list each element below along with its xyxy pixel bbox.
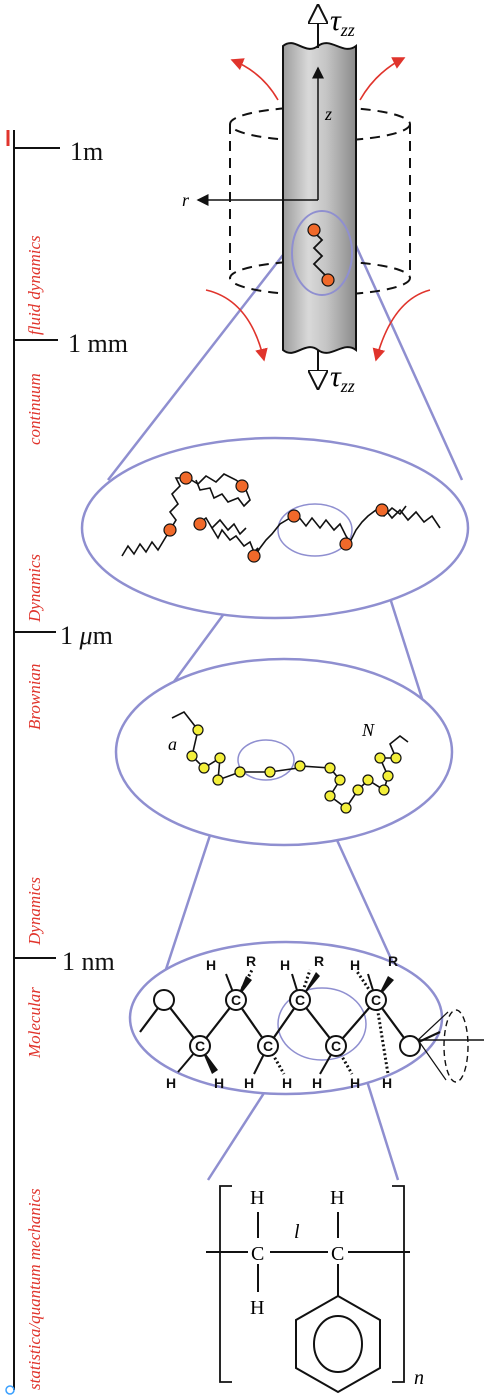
- monomer-atom-C: C: [331, 1243, 344, 1265]
- bond-length-l-label: l: [294, 1221, 300, 1243]
- svg-text:H: H: [350, 1075, 360, 1091]
- tau-zz-top: τzz: [330, 4, 355, 40]
- scale-label-1m: 1m: [70, 137, 103, 166]
- chain-end-bead: [321, 273, 335, 287]
- svg-text:H: H: [244, 1075, 254, 1091]
- scale-label-1um: 1 μm: [60, 621, 113, 650]
- segment-count-N-label: N: [361, 720, 375, 740]
- regime-fluid-dynamics: fluid dynamics: [25, 235, 44, 335]
- svg-text:H: H: [280, 957, 290, 973]
- chain-end-bead: [235, 479, 249, 493]
- rod-body: [282, 42, 357, 354]
- svg-text:R: R: [246, 953, 256, 969]
- end-group-atom: [153, 989, 175, 1011]
- chain-end-bead: [179, 471, 193, 485]
- svg-text:H: H: [282, 1075, 292, 1091]
- svg-text:H: H: [206, 957, 216, 973]
- chain-end-bead: [307, 223, 321, 237]
- flow-arrows: [205, 57, 431, 362]
- svg-text:H: H: [382, 1075, 392, 1091]
- scale-label-1mm: 1 mm: [68, 329, 128, 358]
- coarse-grained-chains: [80, 436, 470, 620]
- chain-end-bead: [375, 503, 389, 517]
- chain-end-bead: [193, 517, 207, 531]
- bond-length-a-label: a: [168, 734, 177, 754]
- length-scale-axis: [5, 130, 60, 1395]
- regime-molecular: Molecular: [25, 987, 44, 1059]
- carbon-atom: [189, 989, 387, 1057]
- regime-brownian: Brownian: [25, 664, 44, 730]
- monomer-atom-H: H: [250, 1187, 264, 1209]
- regime-dynamics-lower: Dynamics: [25, 877, 44, 946]
- svg-text:H: H: [214, 1075, 224, 1091]
- svg-text:R: R: [314, 953, 324, 969]
- z-axis-label: z: [324, 104, 332, 124]
- monomer-atom-H: H: [250, 1297, 264, 1319]
- atomistic-chain: C C C C C C H R H R H R H H H H H H H: [128, 940, 484, 1096]
- r-axis-label: r: [182, 190, 190, 210]
- monomer-atom-H: H: [330, 1187, 344, 1209]
- scale-label-1nm: 1 nm: [62, 947, 115, 976]
- chain-end-bead: [247, 549, 261, 563]
- repeat-unit-n-label: n: [414, 1367, 424, 1389]
- svg-text:R: R: [388, 953, 398, 969]
- svg-text:C: C: [371, 992, 381, 1008]
- benzene-ring: [295, 1294, 381, 1394]
- svg-text:C: C: [195, 1038, 205, 1054]
- regime-statistical-quantum-mechanics: statistica/quantum mechanics: [25, 1188, 44, 1390]
- svg-text:C: C: [263, 1038, 273, 1054]
- chain-end-bead: [339, 537, 353, 551]
- bead-spring-chain: a N: [114, 657, 454, 847]
- svg-text:H: H: [166, 1075, 176, 1091]
- end-group-atom: [399, 1035, 421, 1057]
- svg-text:H: H: [350, 957, 360, 973]
- monomer-atom-C: C: [251, 1243, 264, 1265]
- svg-text:H: H: [312, 1075, 322, 1091]
- svg-text:C: C: [295, 992, 305, 1008]
- regime-continuum: continuum: [25, 373, 44, 445]
- regime-dynamics-upper: Dynamics: [25, 554, 44, 623]
- svg-text:C: C: [331, 1038, 341, 1054]
- chain-end-bead: [163, 523, 177, 537]
- tau-zz-bottom: τzz: [330, 360, 355, 396]
- chain-end-bead: [287, 509, 301, 523]
- flow-cylinder: z r τzz τzz: [182, 4, 431, 396]
- monomer-structure: H C H H C l n: [206, 1185, 424, 1394]
- svg-text:C: C: [231, 992, 241, 1008]
